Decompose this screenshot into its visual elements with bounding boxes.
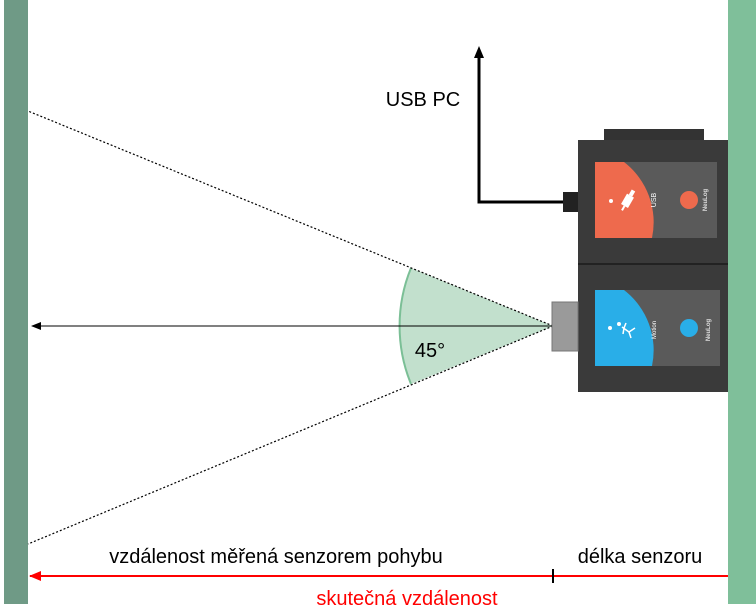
usb-connector [563,192,579,212]
motion-module-brand: NeuLog [706,319,712,342]
motion-module-led [680,319,698,337]
left-wall [4,0,28,604]
beam-lower-line [27,325,554,545]
usb-cable-arrow-icon [474,46,484,58]
usb-module-dot-icon [609,199,613,203]
usb-plug-icon [621,189,636,211]
actual-distance-label: skutečná vzdálenost [316,588,498,610]
right-wall [728,0,756,604]
measured-distance-label: vzdálenost měřená senzorem pohybu [109,546,443,568]
beam-upper-line [27,110,554,327]
usb-pc-label: USB PC [386,89,460,111]
running-person-icon [617,322,636,339]
sensor-length-label: délka senzoru [578,546,703,568]
motion-module-label: Motion [652,321,658,339]
usb-module-brand: NeuLog [703,189,709,212]
motion-module-dot-icon [608,326,612,330]
usb-module-led [680,191,698,209]
usb-cable [477,56,564,204]
usb-module-label: USB [651,192,658,207]
sensor-head [551,301,579,352]
motion-module: Motion NeuLog [578,263,728,392]
angle-label: 45° [415,340,445,362]
usb-module: USB NeuLog [578,129,728,264]
usb-module-top-tab [604,129,704,141]
